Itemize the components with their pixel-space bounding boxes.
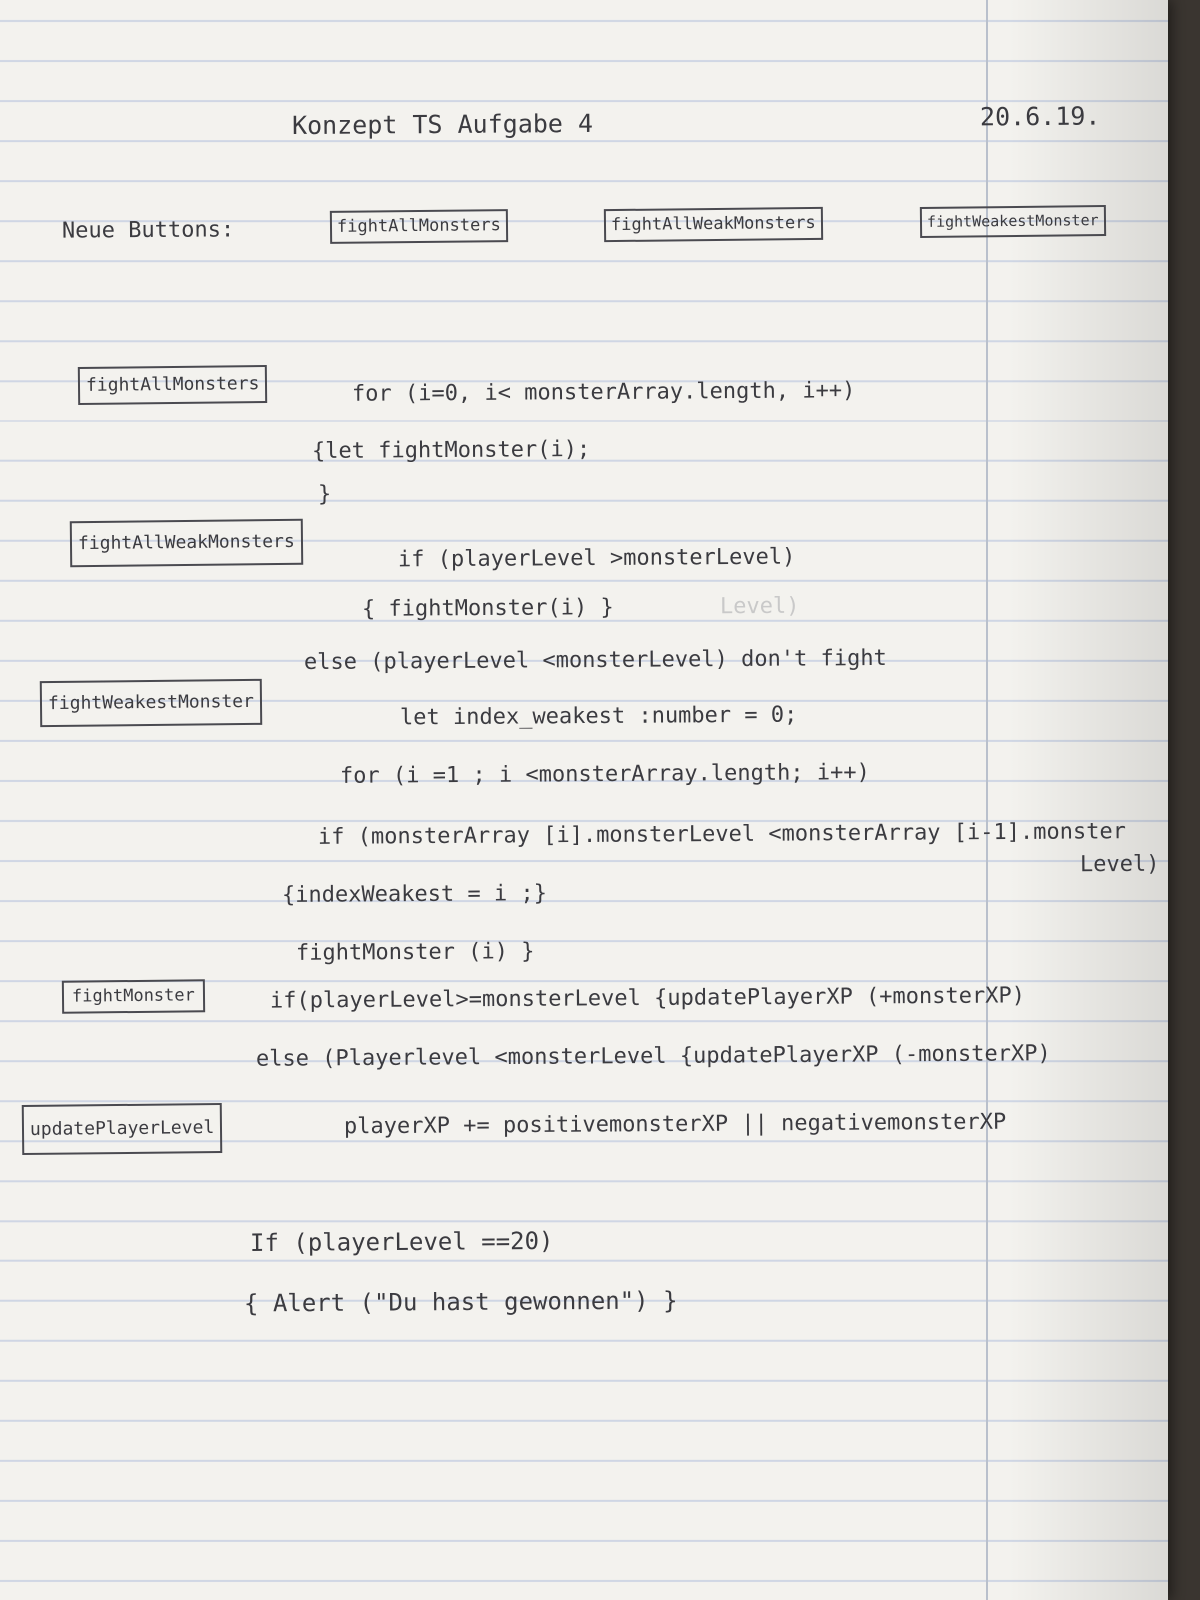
sketch-button-fight-all-monsters: fightAllMonsters <box>329 209 508 244</box>
code-line: else (playerLevel <monsterLevel) don't f… <box>303 645 887 676</box>
page-title: Konzept TS Aufgabe 4 <box>291 108 594 141</box>
label-fight-monster: fightMonster <box>61 979 205 1014</box>
label-fight-all-weak-monsters: fightAllWeakMonsters <box>69 518 303 568</box>
code-line: let index_weakest :number = 0; <box>399 702 798 731</box>
code-line: if (monsterArray [i].monsterLevel <monst… <box>317 819 1127 850</box>
paper-sheet: Konzept TS Aufgabe 4 20.6.19. Neue Butto… <box>0 0 1168 1600</box>
label-update-player-level: updatePlayerLevel <box>21 1102 223 1156</box>
page-shadow <box>1008 0 1168 1600</box>
code-line: {indexWeakest = i ;} <box>281 881 547 908</box>
label-fight-all-monsters: fightAllMonsters <box>77 365 268 405</box>
margin-line <box>986 0 988 1600</box>
code-line: if (playerLevel >monsterLevel) <box>397 544 796 573</box>
code-line: for (i=0, i< monsterArray.length, i++) <box>351 378 856 407</box>
code-line: fightMonster (i) } <box>295 939 535 966</box>
code-line: else (Playerlevel <monsterLevel {updateP… <box>255 1041 1051 1072</box>
code-line: for (i =1 ; i <monsterArray.length; i++) <box>339 760 870 789</box>
code-line: if(playerLevel>=monsterLevel {updatePlay… <box>269 983 1026 1014</box>
sketch-button-fight-weakest-monster: fightWeakestMonster <box>919 205 1106 238</box>
code-line: playerXP += positivemonsterXP || negativ… <box>343 1109 1007 1140</box>
code-line: Level) <box>1079 851 1160 878</box>
code-line: {let fightMonster(i); <box>311 437 591 464</box>
crossed-out-text: Level) <box>719 593 800 620</box>
page-date: 20.6.19. <box>979 101 1101 132</box>
code-line: { Alert ("Du hast gewonnen") } <box>243 1286 678 1318</box>
code-line: } <box>317 481 332 508</box>
buttons-row-label: Neue Buttons: <box>61 217 235 244</box>
label-fight-weakest-monster: fightWeakestMonster <box>39 678 263 728</box>
code-line: { fightMonster(i) } <box>361 595 614 622</box>
sketch-button-fight-all-weak-monsters: fightAllWeakMonsters <box>603 206 823 243</box>
code-line: If (playerLevel ==20) <box>249 1226 554 1258</box>
